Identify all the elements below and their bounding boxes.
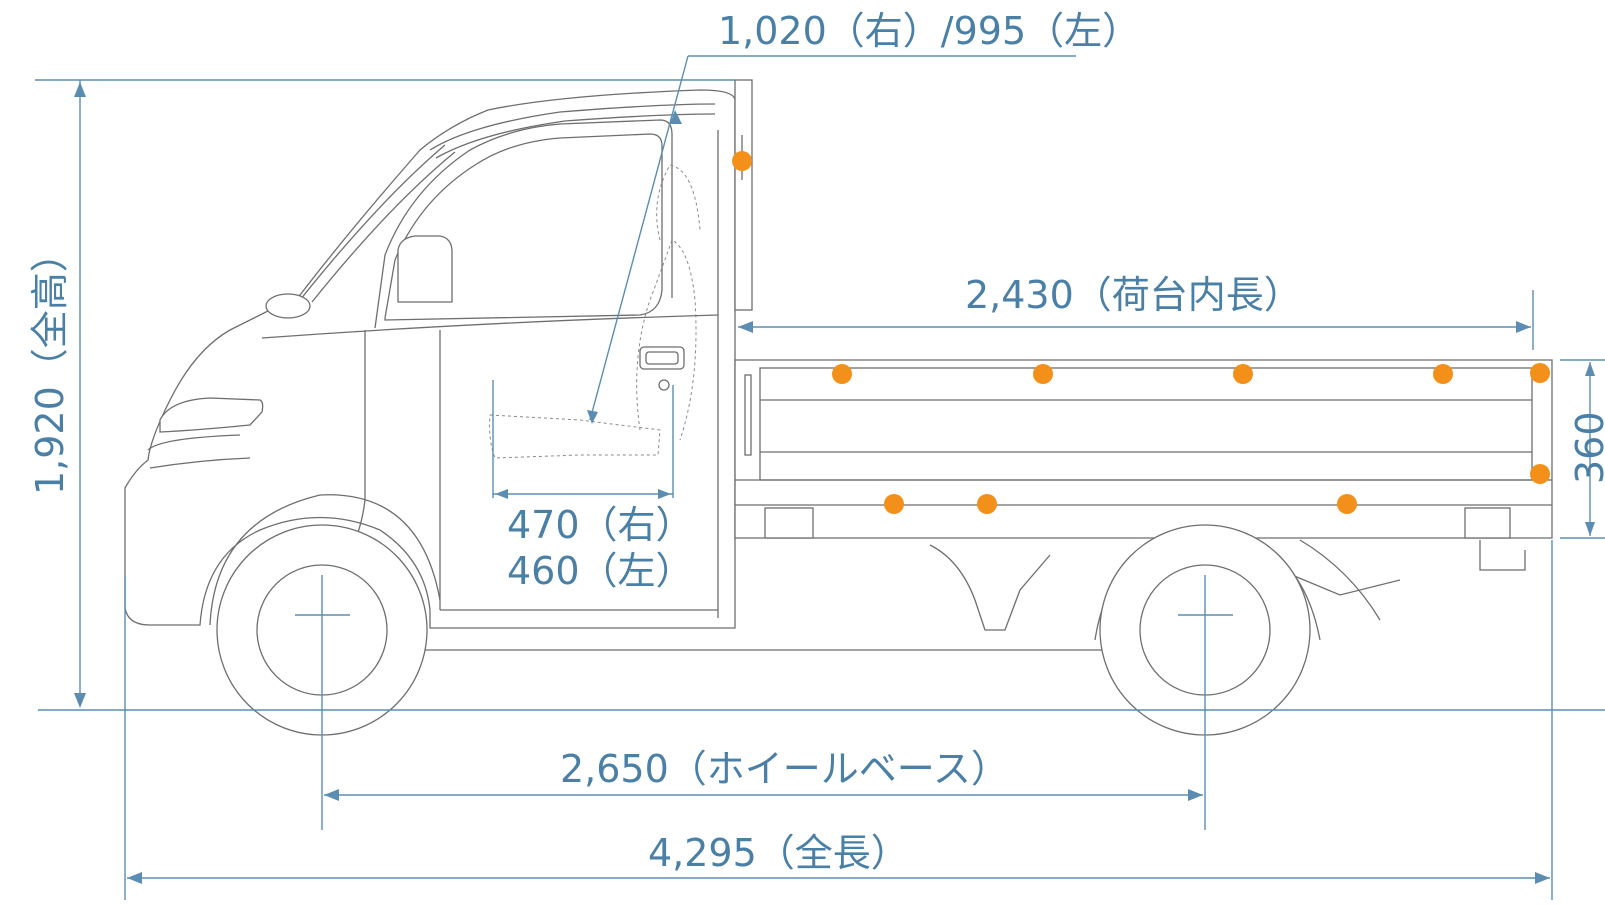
marker-bed-top-1 <box>832 364 852 384</box>
wheelbase-label: 2,650（ホイールベース） <box>560 747 1009 791</box>
door-width-label: 1,020（右）/995（左） <box>718 9 1140 53</box>
bed-length-label: 2,430（荷台内長） <box>965 273 1302 317</box>
seat-width-left-label: 460（左） <box>507 549 694 593</box>
marker-bed-bottom-3 <box>1337 494 1357 514</box>
marker-bed-bottom-2 <box>977 494 997 514</box>
marker-headboard <box>732 151 752 171</box>
marker-bed-top-2 <box>1033 364 1053 384</box>
overall-length-label: 4,295（全長） <box>648 831 909 875</box>
overall-height-label: 1,920（全高） <box>28 234 72 495</box>
marker-bed-side <box>1530 464 1550 484</box>
marker-bed-bottom-1 <box>884 494 904 514</box>
tie-down-markers <box>732 151 1550 514</box>
marker-bed-top-4 <box>1433 364 1453 384</box>
dimension-lines <box>35 55 1605 900</box>
bed-height-label: 360 <box>1568 411 1605 484</box>
marker-bed-top-5 <box>1530 363 1550 383</box>
seat-width-right-label: 470（右） <box>507 503 694 547</box>
marker-bed-top-3 <box>1233 364 1253 384</box>
